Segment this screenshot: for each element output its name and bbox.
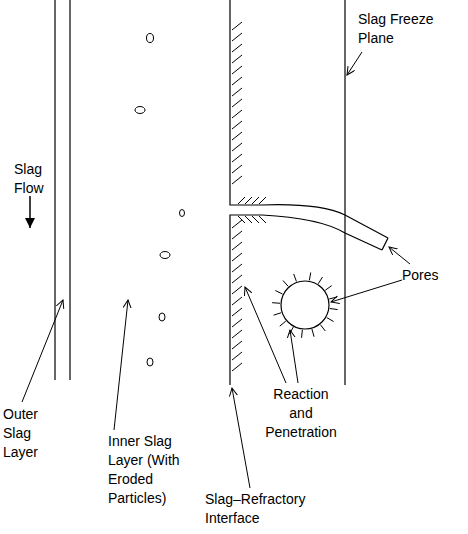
- reaction-hatch: [252, 216, 259, 223]
- reaction-hatch: [232, 132, 242, 140]
- leader-line: [22, 300, 63, 402]
- reaction-hatch: [232, 363, 242, 371]
- reaction-hatch: [232, 77, 242, 85]
- part-label: Slag Freeze Plane: [358, 10, 448, 48]
- part-label: Pores: [402, 266, 462, 285]
- reaction-hatch: [232, 264, 242, 272]
- reaction-hatch: [259, 197, 266, 204]
- reaction-hatch: [245, 216, 252, 223]
- reaction-hatch: [327, 318, 334, 322]
- reaction-hatch: [232, 22, 242, 30]
- reaction-hatch: [232, 352, 242, 360]
- reaction-hatch: [325, 286, 331, 291]
- eroded-particle: [160, 252, 170, 259]
- reaction-hatch: [232, 330, 242, 338]
- leader-group: [22, 52, 410, 488]
- reaction-hatch: [232, 143, 242, 151]
- reaction-hatch: [232, 33, 242, 41]
- reaction-hatch: [312, 329, 314, 337]
- reaction-hatch: [274, 313, 282, 315]
- reaction-hatch: [280, 321, 286, 326]
- reaction-hatch: [330, 308, 338, 309]
- reaction-hatch: [245, 197, 252, 204]
- pore-channel: [262, 215, 382, 250]
- reaction-hatch: [232, 242, 242, 250]
- particle-group: [135, 34, 185, 367]
- part-label: Inner Slag Layer (With Eroded Particles): [108, 432, 198, 508]
- reaction-hatch: [232, 220, 242, 228]
- reaction-hatch: [232, 275, 242, 283]
- part-label: Slag Flow: [14, 160, 54, 198]
- reaction-hatch: [232, 176, 242, 184]
- reaction-hatch: [232, 154, 242, 162]
- eroded-particle: [147, 358, 153, 366]
- eroded-particle: [180, 210, 185, 217]
- pore-channel: [262, 205, 388, 238]
- reaction-hatch: [294, 274, 297, 282]
- leader-line: [290, 330, 298, 383]
- reaction-hatch: [309, 273, 310, 281]
- reaction-hatch: [232, 286, 242, 294]
- reaction-hatch: [283, 280, 288, 286]
- reaction-hatch: [232, 88, 242, 96]
- leader-line: [389, 247, 410, 264]
- leader-line: [331, 280, 402, 302]
- reaction-hatch: [238, 216, 245, 223]
- reaction-hatch: [275, 291, 282, 295]
- freeze-plane-line: [344, 0, 345, 385]
- reaction-hatch: [238, 197, 245, 204]
- hatch-group: [232, 22, 338, 371]
- reaction-hatch: [301, 330, 303, 338]
- reaction-hatch: [252, 197, 259, 204]
- leader-line: [114, 300, 128, 430]
- reaction-hatch: [232, 55, 242, 63]
- interface-line: [230, 0, 262, 205]
- reaction-hatch: [272, 302, 280, 304]
- reaction-hatch: [232, 66, 242, 74]
- part-label: Slag–Refractory Interface: [205, 490, 330, 528]
- part-label: Reaction and Penetration: [262, 385, 340, 442]
- eroded-particle: [147, 34, 154, 43]
- eroded-particle: [135, 107, 145, 114]
- slag-layer-line: [69, 0, 70, 380]
- reaction-hatch: [232, 121, 242, 129]
- reaction-hatch: [232, 319, 242, 327]
- interface-line: [230, 215, 262, 385]
- eroded-particle: [159, 313, 165, 321]
- reaction-hatch: [318, 277, 322, 284]
- reaction-hatch: [259, 216, 266, 223]
- pore-circle: [281, 281, 329, 329]
- reaction-hatch: [329, 297, 337, 299]
- reaction-hatch: [232, 308, 242, 316]
- flow-arrow: [29, 196, 31, 228]
- reaction-hatch: [232, 297, 242, 305]
- reaction-hatch: [232, 44, 242, 52]
- reaction-hatch: [232, 99, 242, 107]
- reaction-hatch: [232, 231, 242, 239]
- slag-layer-line: [54, 0, 55, 380]
- pore-channel: [382, 238, 388, 250]
- reaction-hatch: [232, 341, 242, 349]
- leader-line: [245, 287, 286, 383]
- part-label: Outer Slag Layer: [3, 405, 48, 462]
- reaction-hatch: [232, 253, 242, 261]
- reaction-hatch: [232, 110, 242, 118]
- leader-line: [347, 52, 362, 75]
- reaction-hatch: [320, 325, 325, 331]
- leader-line: [232, 388, 250, 488]
- reaction-hatch: [232, 165, 242, 173]
